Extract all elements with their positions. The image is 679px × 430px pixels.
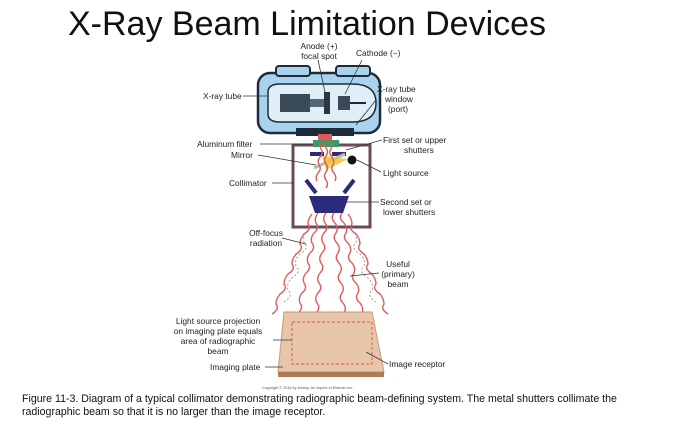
leader-window: [355, 99, 377, 126]
leader-lines: [243, 59, 389, 368]
leader-off-focus: [281, 237, 307, 245]
aluminum-filter: [313, 140, 339, 147]
upper-shutter-right: [332, 152, 346, 156]
leader-useful: [349, 272, 380, 277]
light-source-bulb: [347, 155, 357, 165]
leader-receptor: [365, 351, 389, 365]
leader-first-shutters: [345, 139, 383, 151]
cathode-cup: [338, 96, 350, 110]
leader-light-source: [356, 159, 382, 173]
beam-ray: [315, 140, 323, 182]
tube-housing-cap-left: [275, 65, 311, 77]
label-imaging-plate: Imaging plate: [210, 362, 261, 372]
beam-ray: [297, 212, 319, 314]
label-anode: Anode (+)focal spot: [300, 41, 337, 61]
upper-jaw-right: [342, 178, 356, 195]
label-image-receptor: Image receptor: [389, 359, 446, 369]
beam-ray: [315, 212, 328, 314]
beam-ray: [323, 139, 329, 189]
beam-ray: [329, 140, 337, 182]
upper-jaw-left: [304, 178, 318, 195]
lower-shutters: [309, 196, 349, 213]
beam-ray: [331, 212, 346, 314]
beam-ray: [347, 213, 389, 315]
anode-rotor: [280, 94, 310, 112]
tube-base: [296, 128, 354, 136]
label-light-source: Light source: [383, 168, 429, 178]
label-collimator: Collimator: [229, 178, 267, 188]
collimator: [291, 140, 372, 229]
leader-anode: [317, 59, 326, 93]
copyright-note: Copyright © 2016 by Mosby, an imprint of…: [262, 386, 353, 390]
leader-mirror: [257, 154, 317, 166]
off-focus-ray: [351, 229, 377, 303]
light-rays: [322, 156, 348, 170]
xray-tube: [256, 65, 382, 141]
page-title: X-Ray Beam Limitation Devices: [68, 5, 547, 43]
plate-surface: [277, 311, 385, 373]
off-focus-radiation: [283, 229, 377, 303]
anode-target: [324, 92, 330, 114]
imaging-plate: [277, 311, 385, 377]
tube-housing-cap-right: [335, 65, 371, 77]
beam-ray: [339, 212, 364, 314]
tube-window: [318, 134, 332, 141]
light-field: [291, 321, 373, 365]
leader-cathode: [344, 59, 363, 95]
off-focus-ray: [283, 229, 309, 303]
anode-stem: [310, 99, 324, 107]
label-useful-beam: Useful(primary)beam: [381, 259, 415, 289]
label-aluminum-filter: Aluminum filter: [197, 139, 253, 149]
label-cathode: Cathode (−): [356, 48, 401, 58]
upper-shutter-left: [310, 152, 324, 156]
label-mirror: Mirror: [231, 150, 253, 160]
figure-caption: Figure 11-3. Diagram of a typical collim…: [22, 393, 617, 418]
label-xray-tube: X-ray tube: [203, 91, 242, 101]
plate-edge: [278, 372, 384, 377]
